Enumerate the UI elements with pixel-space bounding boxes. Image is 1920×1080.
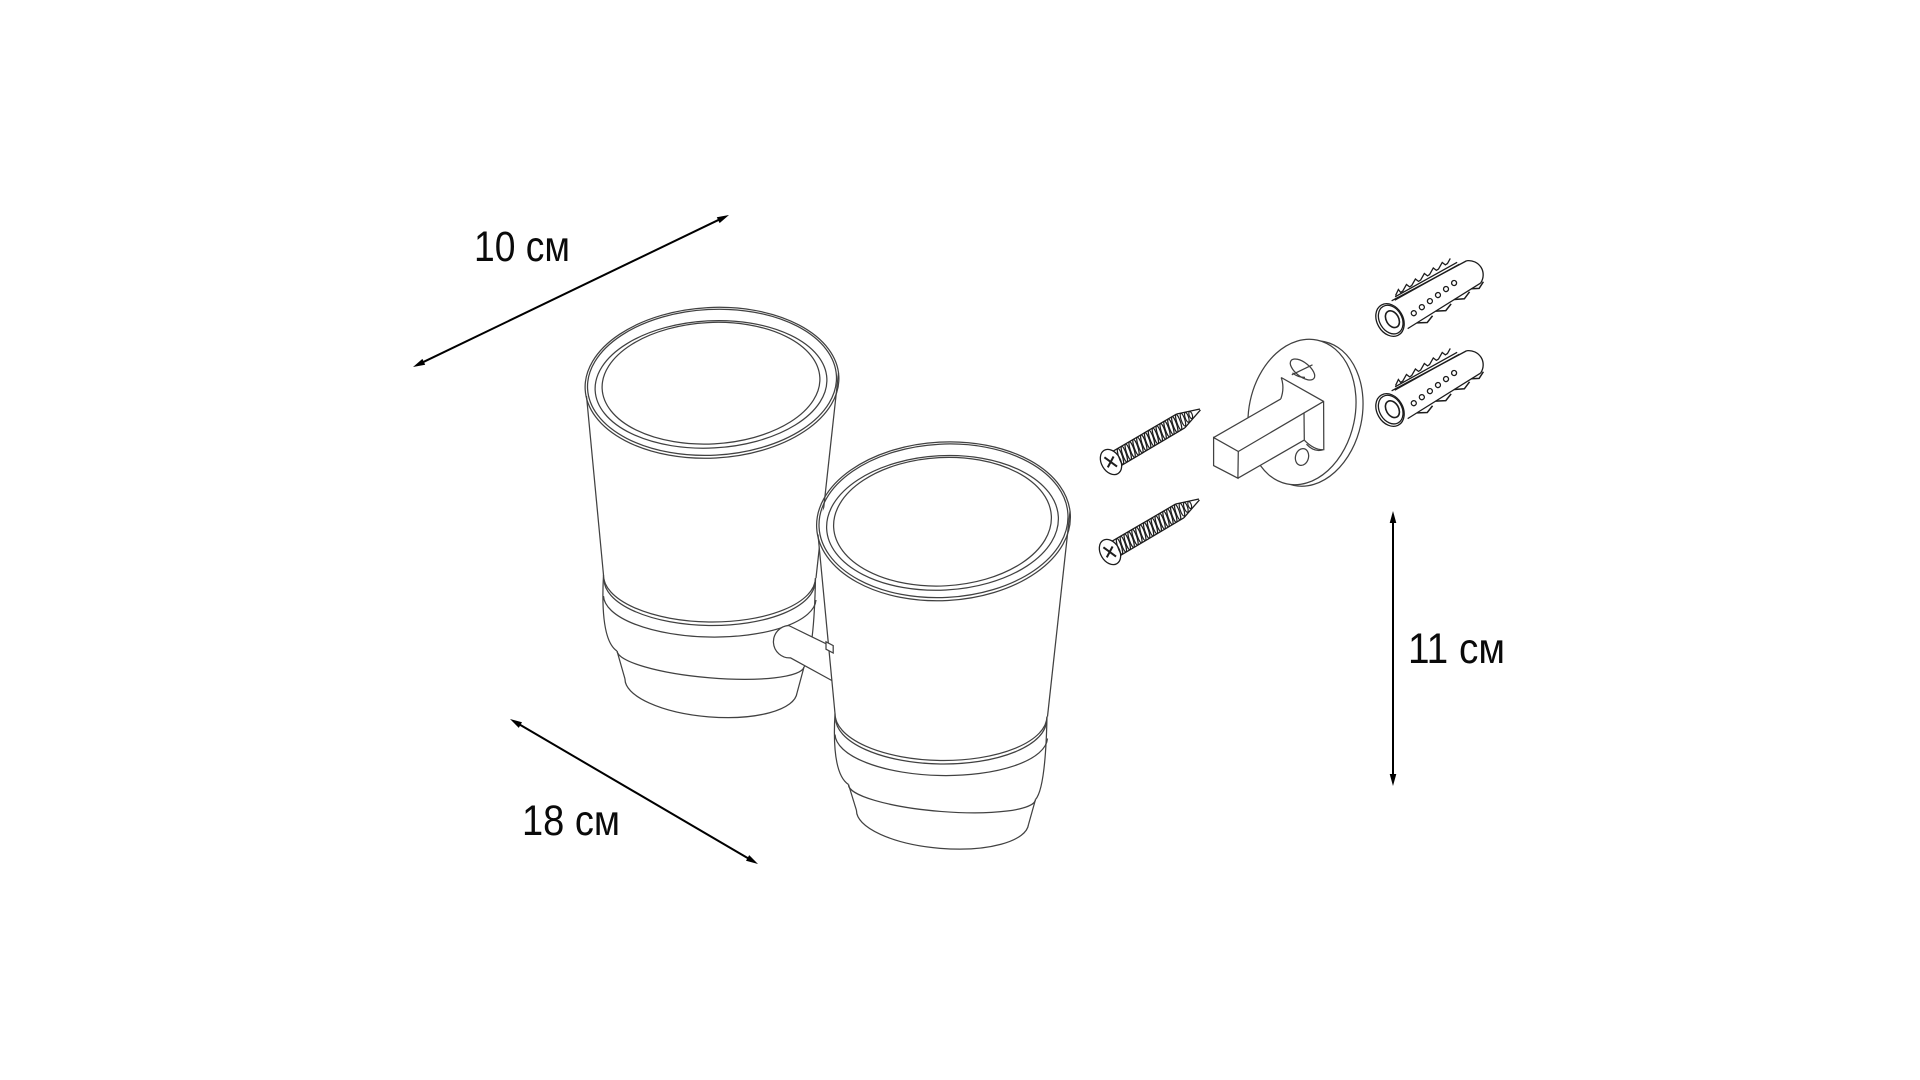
svg-text:11 см: 11 см [1408,625,1505,673]
svg-text:10 см: 10 см [474,223,570,271]
svg-text:18 см: 18 см [522,797,620,845]
